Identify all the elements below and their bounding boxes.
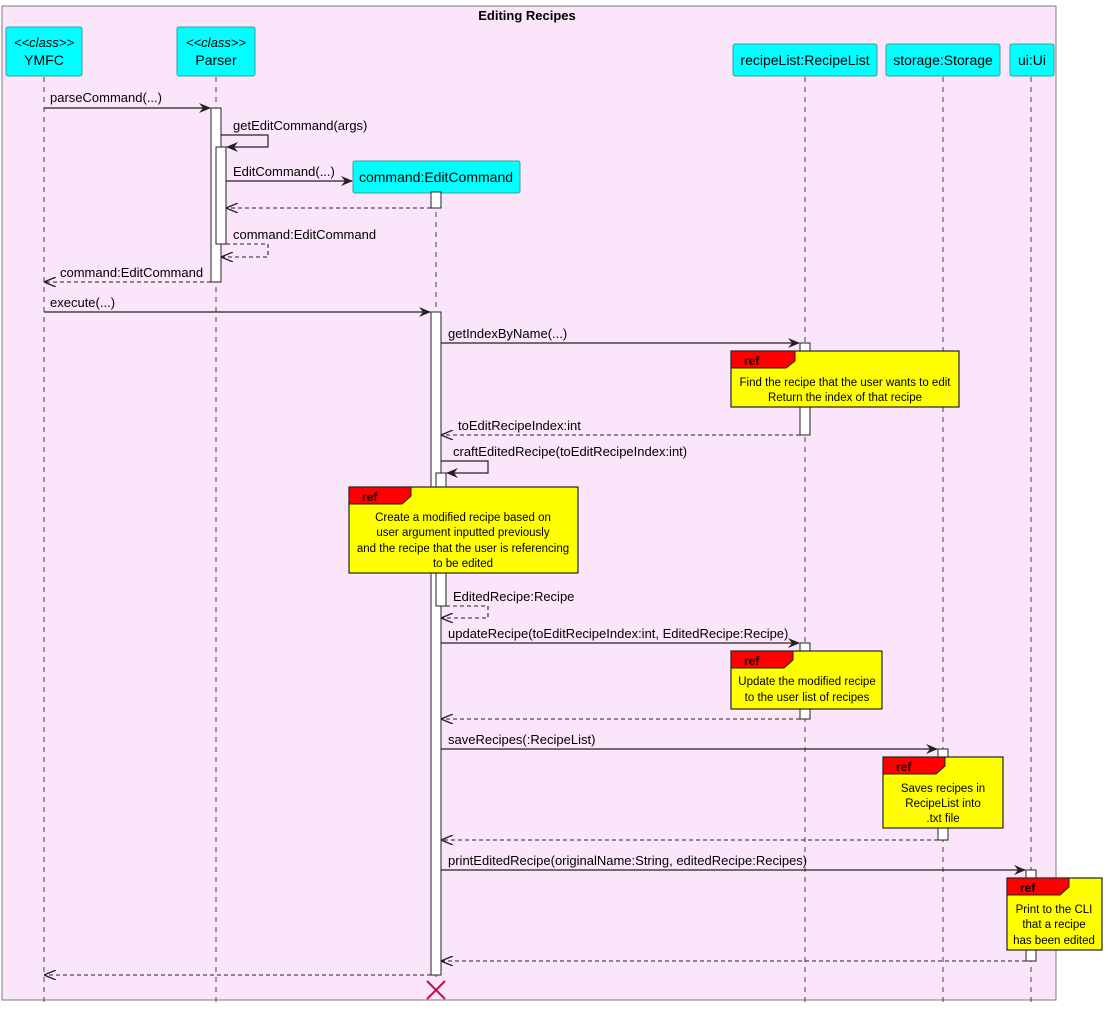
participant-storage: storage:Storage <box>885 43 1001 77</box>
message-label: getEditCommand(args) <box>233 118 367 133</box>
participant-name: recipeList:RecipeList <box>740 52 869 68</box>
message-label: saveRecipes(:RecipeList) <box>448 732 595 747</box>
ref-text: .txt file <box>926 813 959 825</box>
ref-tag: ref <box>744 354 760 368</box>
participant-name: Parser <box>195 52 237 68</box>
destroy-x-icon <box>426 980 446 1000</box>
participant-parser: <<class>> Parser <box>176 26 256 77</box>
ref-tag: ref <box>744 654 760 668</box>
activation-parser-nested <box>215 146 227 245</box>
ref-text: Return the index of that recipe <box>768 392 922 404</box>
messages: parseCommand(...) getEditCommand(args) E… <box>44 90 1026 975</box>
ref-text: has been edited <box>1013 935 1095 947</box>
activation-command-ctor <box>430 191 442 209</box>
message-label: EditCommand(...) <box>233 164 335 179</box>
participant-stereotype: <<class>> <box>186 35 246 50</box>
ref-fragment-3: ref Update the modified recipe to the us… <box>730 650 883 710</box>
ref-fragment-5: ref Print to the CLI that a recipe has b… <box>1006 877 1103 951</box>
ref-tag: ref <box>362 490 378 504</box>
message-label: parseCommand(...) <box>50 90 162 105</box>
ref-tag: ref <box>896 760 912 774</box>
message-label: updateRecipe(toEditRecipeIndex:int, Edit… <box>448 626 788 641</box>
ref-text: Update the modified recipe <box>738 676 875 688</box>
message-label: toEditRecipeIndex:int <box>458 418 581 433</box>
participant-ymfc: <<class>> YMFC <box>5 26 83 77</box>
message-arrow <box>441 460 489 478</box>
ref-text: Find the recipe that the user wants to e… <box>740 377 952 389</box>
ref-fragment-4: ref Saves recipes in RecipeList into .tx… <box>882 756 1004 829</box>
ref-text: to the user list of recipes <box>745 692 870 704</box>
ref-text: Create a modified recipe based on <box>375 512 551 524</box>
ref-text: Saves recipes in <box>901 783 985 795</box>
ref-text: and the recipe that the user is referenc… <box>357 543 569 555</box>
message-label: execute(...) <box>50 295 115 310</box>
ref-text: Print to the CLI <box>1016 904 1093 916</box>
message-label: command:EditCommand <box>233 227 376 242</box>
participant-stereotype: <<class>> <box>14 35 74 50</box>
frame-title: Editing Recipes <box>478 8 576 23</box>
participant-recipelist: recipeList:RecipeList <box>732 43 878 77</box>
ref-text: to be edited <box>433 558 493 570</box>
ref-tag: ref <box>1020 881 1036 895</box>
ref-text: RecipeList into <box>905 798 980 810</box>
message-label: command:EditCommand <box>60 265 203 280</box>
message-label: craftEditedRecipe(toEditRecipeIndex:int) <box>453 444 687 459</box>
ref-text: that a recipe <box>1022 919 1085 931</box>
participant-name: YMFC <box>24 52 64 68</box>
message-label: EditedRecipe:Recipe <box>453 589 574 604</box>
message-arrow <box>221 134 269 152</box>
ref-text: user argument inputted previously <box>376 527 549 539</box>
message-label: printEditedRecipe(originalName:String, e… <box>448 853 807 868</box>
participant-name: storage:Storage <box>893 52 993 68</box>
message-label: getIndexByName(...) <box>448 326 567 341</box>
ref-fragment-1: ref Find the recipe that the user wants … <box>730 350 960 408</box>
participant-command: command:EditCommand <box>352 160 521 194</box>
participant-name: ui:Ui <box>1018 52 1046 68</box>
participant-ui: ui:Ui <box>1009 43 1055 77</box>
message-arrow <box>222 243 269 257</box>
ref-fragment-2: ref Create a modified recipe based on us… <box>348 486 579 574</box>
message-arrow <box>442 605 489 618</box>
activation-command-execute <box>430 311 442 976</box>
participant-name: command:EditCommand <box>359 169 513 185</box>
